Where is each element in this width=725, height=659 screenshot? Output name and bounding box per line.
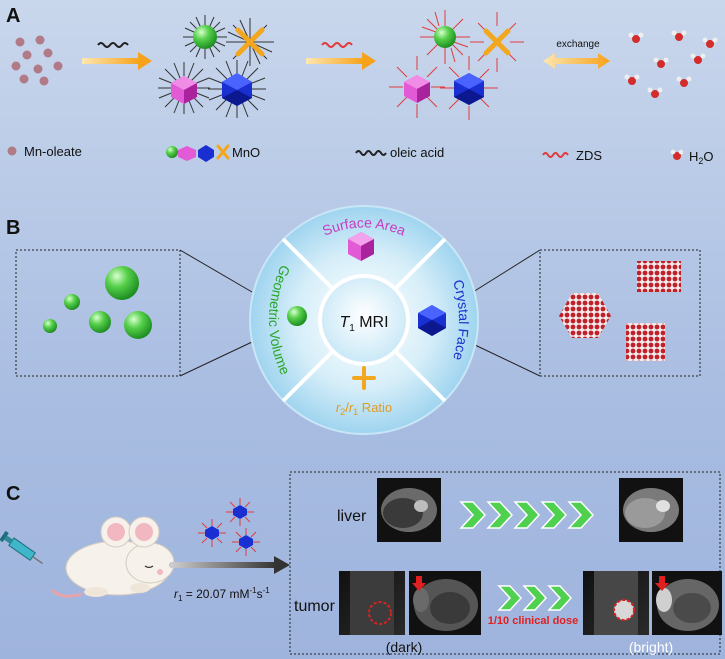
liver-label: liver <box>337 508 367 525</box>
zds-octahedron-particle <box>440 56 498 120</box>
legend-mno: MnO <box>232 145 260 160</box>
oleic-cube-particle <box>158 62 210 114</box>
relaxivity-label: r1 = 20.07 mM-1s-1 <box>174 586 270 603</box>
water-molecule-icon <box>647 87 663 98</box>
chevron-icon <box>486 501 514 529</box>
panel-label-c: C <box>6 483 20 505</box>
water-molecule-icon <box>676 76 692 87</box>
mouse-icon <box>50 516 175 598</box>
mri-scan-icon <box>339 571 405 635</box>
mri-scan-icon <box>377 478 441 542</box>
chevron-icon <box>497 585 523 611</box>
mri-scan-icon <box>619 478 683 542</box>
mri-scan-icon <box>583 571 649 635</box>
oleic-acid-squiggle <box>97 42 129 48</box>
panel-label-a: A <box>6 5 20 27</box>
liver-chevrons <box>459 501 595 529</box>
crystal-lattice-models <box>559 261 681 361</box>
ratio-label: r2/r1 Ratio <box>336 400 392 417</box>
bright-label: (bright) <box>629 639 673 655</box>
tumor-label: tumor <box>294 598 336 615</box>
dark-label: (dark) <box>386 639 423 655</box>
cube-icon <box>348 232 374 261</box>
octahedron-icon <box>418 305 446 336</box>
legend-oleic-acid: oleic acid <box>390 145 444 160</box>
volume-detail-box <box>15 249 181 377</box>
oleic-octahedron-particle <box>208 60 266 118</box>
zds-sphere-particle <box>420 10 470 64</box>
zds-squiggle <box>321 42 353 48</box>
water-molecule-icon <box>628 32 644 43</box>
crystal-face-label: Crystal Face <box>450 278 472 363</box>
chevron-icon <box>540 501 568 529</box>
syringe-icon <box>0 530 43 565</box>
chevron-icon <box>459 501 487 529</box>
nanoparticle-icon <box>232 528 260 556</box>
oleic-cross-particle <box>226 18 274 66</box>
chevron-icon <box>522 585 548 611</box>
dose-label: 1/10 clinical dose <box>488 615 579 627</box>
sphere-icon <box>287 306 307 326</box>
mn-oleate-legend-dot <box>7 146 17 156</box>
reaction-arrow-1 <box>82 52 152 70</box>
center-label: T1 MRI <box>339 314 388 334</box>
tumor-chevrons <box>497 585 573 611</box>
panel-label-b: B <box>6 217 20 239</box>
legend-row: Mn-oleate MnO oleic acid ZDS H2O <box>7 144 714 166</box>
injected-nanoparticles <box>198 498 260 556</box>
tumor-arrow-icon <box>412 576 426 591</box>
zds-cross-particle <box>470 12 524 72</box>
nanoparticle-icon <box>198 519 226 547</box>
oleic-coated-nanoparticles <box>158 15 274 118</box>
zoom-line-left-top <box>179 249 253 293</box>
water-molecule-icon <box>702 37 718 48</box>
nanoparticle-icon <box>226 498 254 526</box>
tumor-arrow-icon <box>655 576 669 591</box>
water-molecule-icon <box>690 53 706 64</box>
chevron-icon <box>513 501 541 529</box>
mri-scan-icon <box>652 571 722 635</box>
zds-cube-particle <box>389 56 445 118</box>
mno-legend-shapes <box>166 144 230 162</box>
crystal-detail-box <box>539 249 701 377</box>
oleic-sphere-particle <box>183 15 227 59</box>
reaction-arrow-2 <box>306 52 376 70</box>
legend-mn-oleate: Mn-oleate <box>24 144 82 159</box>
water-molecule-icon <box>671 30 687 41</box>
water-molecule-icon <box>653 57 669 68</box>
zoom-line-left-bottom <box>179 341 253 377</box>
zds-coated-nanoparticles <box>389 10 524 120</box>
zoom-line-right-top <box>472 249 541 293</box>
exchange-label: exchange <box>556 39 600 50</box>
sphere-size-series <box>43 266 152 339</box>
water-molecules <box>624 30 718 98</box>
mn-oleate-cluster <box>11 35 63 86</box>
exchange-double-arrow <box>543 53 610 69</box>
legend-water: H2O <box>689 149 714 166</box>
oleic-acid-legend-squiggle <box>355 150 387 156</box>
water-molecule-icon <box>624 74 640 85</box>
legend-zds: ZDS <box>576 148 602 163</box>
water-legend-icon <box>670 149 684 160</box>
mri-results-box <box>289 471 721 655</box>
chevron-icon <box>567 501 595 529</box>
cross-icon <box>352 366 376 390</box>
chevron-icon <box>547 585 573 611</box>
zoom-line-right-bottom <box>474 344 541 377</box>
injection-arrow <box>170 556 290 574</box>
property-wheel <box>249 205 479 435</box>
zds-legend-squiggle <box>542 152 569 158</box>
